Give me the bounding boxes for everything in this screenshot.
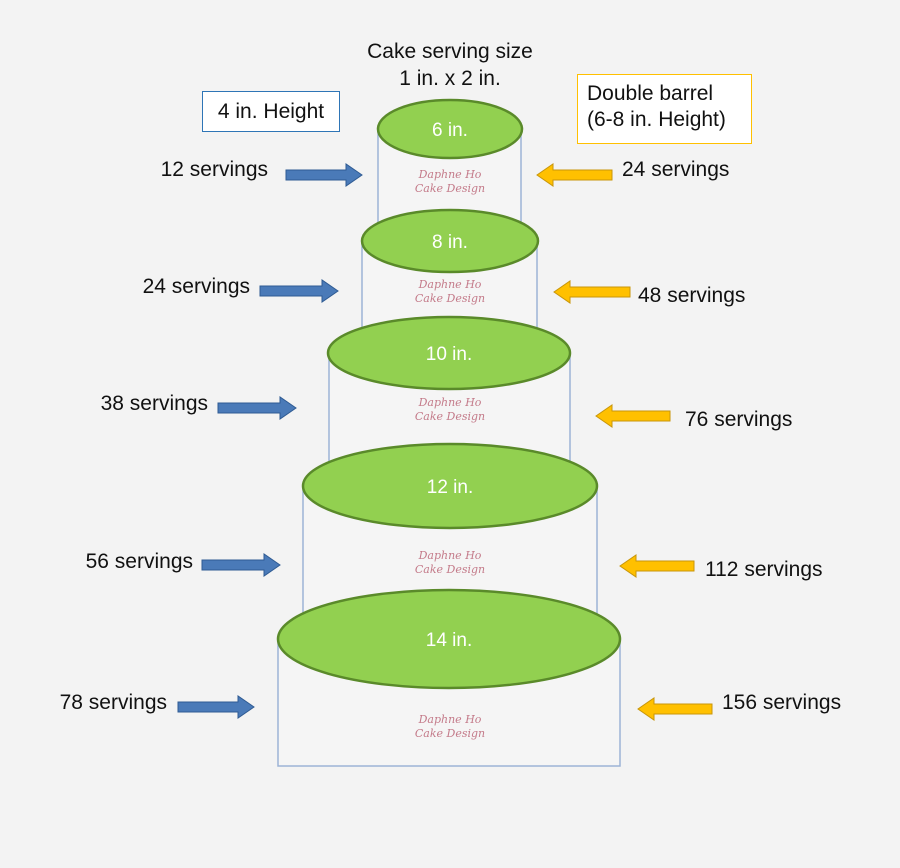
svg-text:Daphne Ho: Daphne Ho [418,168,482,181]
watermark-tier-10: Daphne Ho Cake Design [415,396,485,423]
double-barrel-servings-14: 156 servings [722,691,842,714]
tier-label-8: 8 in. [432,232,468,253]
svg-text:Cake Design: Cake Design [415,563,485,576]
tier-label-6: 6 in. [432,120,468,141]
tier-label-12: 12 in. [427,477,473,498]
standard-servings-12: 56 servings [85,550,193,573]
standard-servings-8: 24 servings [142,275,250,298]
arrow-left-icon [637,697,713,721]
watermark-tier-8: Daphne Ho Cake Design [415,278,485,305]
double-barrel-servings-12: 112 servings [705,558,823,581]
standard-servings-6: 12 servings [160,158,268,181]
tier-label-14: 14 in. [426,630,472,651]
arrow-left-icon [553,280,631,304]
tier-label-10: 10 in. [426,344,472,365]
tier-top-8 [360,208,540,274]
svg-text:Cake Design: Cake Design [415,727,485,740]
svg-text:Daphne Ho: Daphne Ho [418,278,482,291]
arrow-right-icon [201,553,281,577]
arrow-left-icon [595,404,671,428]
watermark-tier-6: Daphne Ho Cake Design [415,168,485,195]
standard-servings-14: 78 servings [59,691,167,714]
svg-text:Cake Design: Cake Design [415,292,485,305]
double-barrel-label: Double barrel [587,82,714,105]
watermark-tier-12: Daphne Ho Cake Design [415,549,485,576]
standard-servings-10: 38 servings [100,392,208,415]
arrow-right-icon [177,695,255,719]
double-barrel-height-label: (6-8 in. Height) [587,108,726,131]
arrow-left-icon [619,554,695,578]
svg-text:Daphne Ho: Daphne Ho [418,396,482,409]
standard-height-label: 4 in. Height [217,99,325,123]
arrow-right-icon [217,396,297,420]
arrow-right-icon [259,279,339,303]
tier-top-12 [301,442,599,530]
tier-top-6 [376,98,524,160]
watermark-tier-14: Daphne Ho Cake Design [415,713,485,740]
svg-text:Daphne Ho: Daphne Ho [418,549,482,562]
double-barrel-servings-10: 76 servings [685,408,793,431]
double-barrel-legend: Double barrel (6-8 in. Height) [577,74,752,144]
double-barrel-servings-6: 24 servings [622,158,730,181]
tier-top-10 [326,315,572,391]
standard-height-legend: 4 in. Height [202,91,340,132]
svg-text:Cake Design: Cake Design [415,182,485,195]
arrow-left-icon [536,163,613,187]
tier-top-14 [276,588,622,690]
svg-text:Cake Design: Cake Design [415,410,485,423]
svg-text:Daphne Ho: Daphne Ho [418,713,482,726]
double-barrel-servings-8: 48 servings [638,284,746,307]
title-line-2: 1 in. x 2 in. [399,67,501,90]
title-line-1: Cake serving size [367,40,533,63]
arrow-right-icon [285,163,363,187]
